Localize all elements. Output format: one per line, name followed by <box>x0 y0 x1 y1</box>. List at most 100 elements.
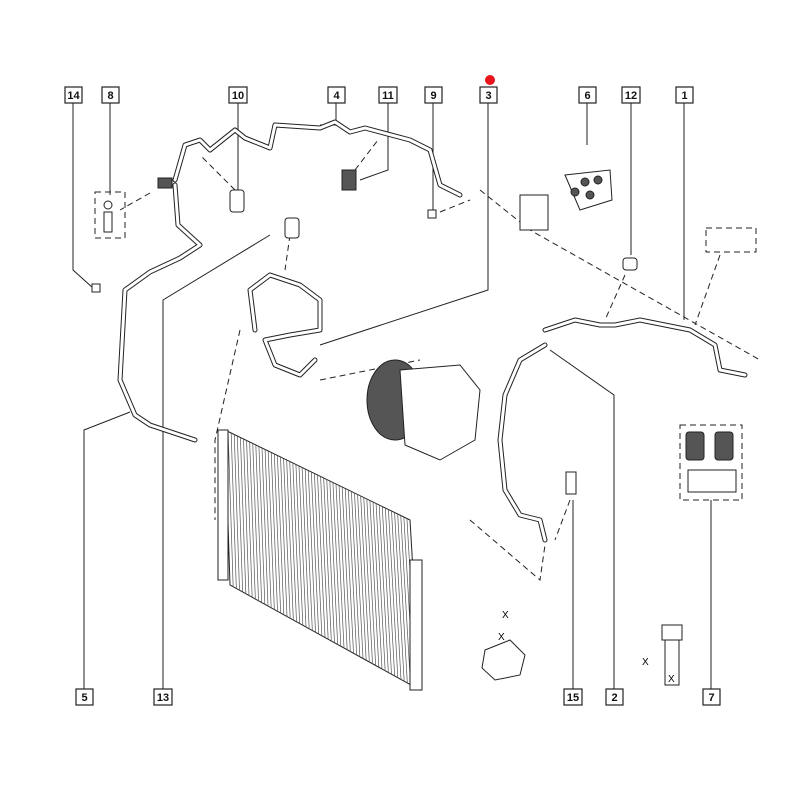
svg-text:14: 14 <box>67 90 80 102</box>
condenser-fin <box>289 461 297 622</box>
condenser-fin <box>246 440 253 598</box>
condenser-fin <box>375 503 386 671</box>
condenser-fin <box>344 488 354 654</box>
condenser-fin <box>354 492 364 659</box>
dimension-x: X <box>668 674 675 685</box>
condenser-fin <box>366 498 377 666</box>
callout-labels-bottom: 5 13 15 2 7 <box>75 688 721 706</box>
condenser-fin <box>277 455 285 615</box>
condenser-fin <box>267 450 275 610</box>
condenser-fin <box>243 438 250 596</box>
condenser-fin <box>255 444 263 603</box>
dimension-x: X <box>502 610 509 621</box>
condenser-fin <box>314 473 323 636</box>
callout-13[interactable]: 13 <box>153 688 173 706</box>
condenser-fin <box>347 489 358 656</box>
callout-9[interactable]: 9 <box>424 86 443 104</box>
condenser-fin <box>298 465 307 628</box>
condenser-fin <box>233 434 240 591</box>
callout-7[interactable]: 7 <box>702 688 721 706</box>
callout-2[interactable]: 2 <box>605 688 624 706</box>
svg-text:4: 4 <box>333 90 340 102</box>
svg-text:13: 13 <box>157 692 169 704</box>
condenser-fin <box>240 437 247 594</box>
condenser-fin <box>351 491 361 657</box>
condenser-fin <box>301 467 310 629</box>
selection-marker <box>485 75 495 85</box>
condenser-fin <box>252 443 259 601</box>
condenser-fin <box>270 452 278 612</box>
callout-10[interactable]: 10 <box>228 86 248 104</box>
callout-12[interactable]: 12 <box>621 86 641 104</box>
condenser-fin <box>323 477 332 642</box>
condenser-fin <box>286 459 294 621</box>
svg-text:1: 1 <box>681 90 687 102</box>
svg-text:12: 12 <box>625 90 637 102</box>
condenser-fin <box>236 435 244 593</box>
condenser-fin <box>249 441 256 600</box>
dimension-marks: X X X X <box>498 610 675 685</box>
condenser-fin <box>258 446 266 605</box>
condenser-fin <box>264 449 272 608</box>
condenser-fin <box>363 497 373 664</box>
svg-text:15: 15 <box>567 692 579 704</box>
condenser-fin <box>335 483 345 649</box>
svg-text:5: 5 <box>81 692 87 704</box>
condenser-fin <box>341 486 351 652</box>
condenser-fin <box>292 462 301 624</box>
condenser-fin <box>332 482 342 647</box>
dimension-x: X <box>498 632 505 643</box>
callout-5[interactable]: 5 <box>75 688 94 706</box>
condenser-fin <box>310 471 320 635</box>
callout-3[interactable]: 3 <box>479 86 498 104</box>
svg-text:3: 3 <box>485 90 491 102</box>
condenser-fin <box>357 494 367 661</box>
condenser-fin <box>261 447 269 607</box>
condenser-fin <box>304 468 313 631</box>
callout-14[interactable]: 14 <box>64 86 83 104</box>
callout-11[interactable]: 11 <box>378 86 398 104</box>
condenser-fin <box>338 485 348 650</box>
callout-labels-top: 14 8 10 4 11 9 3 6 12 1 <box>64 86 694 104</box>
condenser-fin <box>273 453 282 614</box>
callout-4[interactable]: 4 <box>327 86 346 104</box>
svg-text:2: 2 <box>611 692 617 704</box>
svg-text:10: 10 <box>232 90 244 102</box>
callout-6[interactable]: 6 <box>578 86 597 104</box>
leader-lines <box>72 103 712 690</box>
callout-1[interactable]: 1 <box>675 86 694 104</box>
svg-text:8: 8 <box>107 90 113 102</box>
condenser-fin <box>230 432 237 589</box>
condenser-fin <box>283 458 291 619</box>
refrigerant-pipes <box>117 119 748 543</box>
condenser-fin <box>400 515 411 685</box>
callout-15[interactable]: 15 <box>563 688 583 706</box>
dashed-guides <box>94 139 761 581</box>
callout-8[interactable]: 8 <box>101 86 120 104</box>
parts <box>91 169 737 686</box>
svg-text:9: 9 <box>430 90 436 102</box>
svg-text:11: 11 <box>382 90 394 102</box>
condenser-fin <box>381 506 392 675</box>
condenser-fin <box>280 456 288 617</box>
condenser-fin <box>317 474 326 638</box>
svg-text:7: 7 <box>708 692 714 704</box>
condenser-fin <box>369 500 380 668</box>
condenser-fin <box>360 495 370 663</box>
condenser-fin <box>320 476 329 640</box>
condenser-fin <box>397 513 408 684</box>
condenser-fin <box>394 512 405 682</box>
condenser-fin <box>326 479 335 643</box>
condenser-fin <box>391 510 402 680</box>
svg-text:6: 6 <box>584 90 590 102</box>
condenser-fin <box>372 501 383 670</box>
condenser-fin <box>295 464 304 626</box>
condenser-fin <box>329 480 339 645</box>
condenser <box>217 429 423 691</box>
condenser-fin <box>378 504 389 673</box>
condenser-fin <box>227 431 234 587</box>
condenser-fin <box>388 509 399 678</box>
condenser-fin <box>307 470 316 633</box>
